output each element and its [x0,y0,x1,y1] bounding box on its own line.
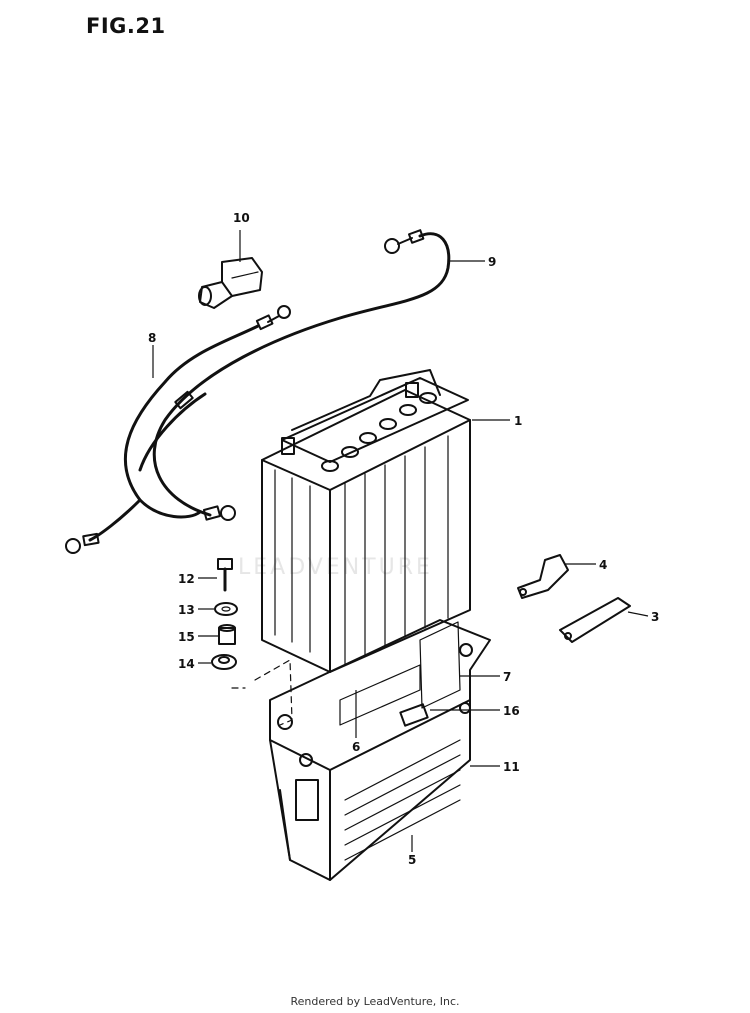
part-8-battery-cable [65,305,291,554]
callout-7: 7 [503,670,511,684]
callout-6: 6 [352,740,360,754]
callout-3: 3 [651,610,659,624]
callout-numbers: 10 9 8 1 4 3 12 13 15 14 7 16 6 11 5 [148,211,659,867]
footer-credit: Rendered by LeadVenture, Inc. [290,995,460,1008]
callout-16: 16 [503,704,520,718]
callout-15: 15 [178,630,195,644]
callout-14: 14 [178,657,195,671]
part-13-washer [214,602,238,616]
part-15-collar [218,624,236,645]
callout-12: 12 [178,572,195,586]
callout-13: 13 [178,603,195,617]
callout-1: 1 [514,414,522,428]
callout-9: 9 [488,255,496,269]
callout-11: 11 [503,760,520,774]
callout-5: 5 [408,853,416,867]
part-5-pad [339,664,421,726]
part-9-ground-cable [152,229,451,521]
callout-4: 4 [599,558,607,572]
assembly-line [231,659,293,726]
part-10-terminal-cover [198,257,263,309]
figure-title: FIG.21 [86,14,166,38]
part-12-bolt [217,558,233,592]
watermark: LEADVENTURE [238,555,433,580]
part-4-clamp [517,554,569,599]
part-3-strap [559,597,631,643]
battery-terminals [281,382,419,455]
part-1-battery [261,369,471,673]
battery-vent-caps [321,392,437,472]
part-16-damper [399,703,429,727]
part-14-cushion [211,654,237,670]
leader-lines [152,230,649,852]
part-11-battery-holder [269,619,491,881]
part-7-pad [419,621,461,709]
callout-8: 8 [148,331,156,345]
callout-10: 10 [233,211,250,225]
